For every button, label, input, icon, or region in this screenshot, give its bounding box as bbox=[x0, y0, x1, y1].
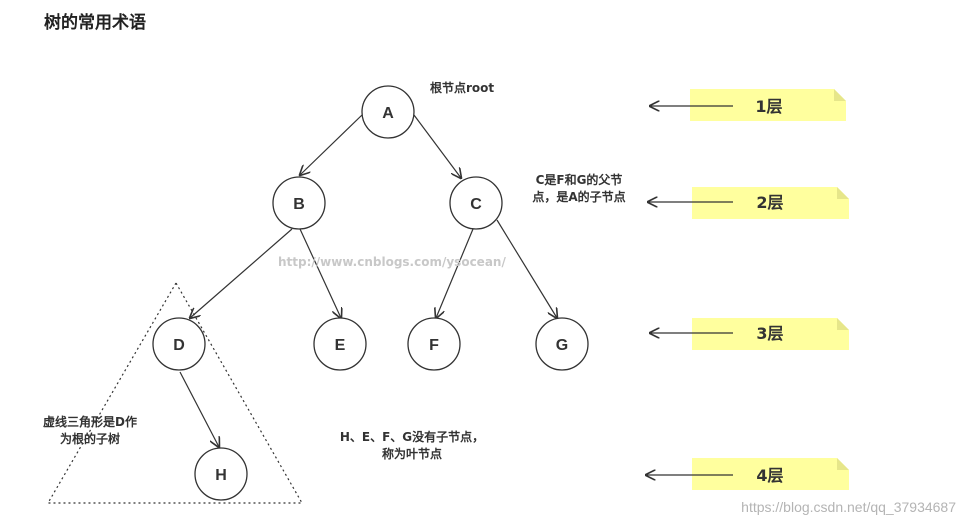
svg-text:A: A bbox=[382, 105, 394, 122]
node-c: C bbox=[449, 176, 503, 230]
subtree-annotation: 虚线三角形是D作 为根的子树 bbox=[30, 414, 150, 448]
level-4: 4层 bbox=[646, 458, 849, 490]
edge-a-c bbox=[413, 114, 461, 178]
parent-annotation: C是F和G的父节 点，是A的子节点 bbox=[516, 172, 642, 206]
subtree-annotation-line1: 虚线三角形是D作 bbox=[43, 415, 137, 429]
leaf-annotation: H、E、F、G没有子节点， 称为叶节点 bbox=[322, 429, 502, 463]
sticky-note-fold bbox=[837, 187, 849, 199]
leaf-annotation-line1: H、E、F、G没有子节点， bbox=[339, 430, 485, 444]
node-g: G bbox=[535, 317, 589, 371]
sticky-note-fold bbox=[837, 318, 849, 330]
node-b: B bbox=[272, 176, 326, 230]
sticky-note bbox=[692, 458, 849, 490]
root-annotation: 根节点root bbox=[430, 81, 495, 95]
svg-text:H: H bbox=[215, 467, 227, 484]
svg-text:3层: 3层 bbox=[756, 324, 783, 343]
page-title: 树的常用术语 bbox=[44, 13, 146, 33]
sticky-note bbox=[690, 89, 846, 121]
level-1: 1层 bbox=[650, 89, 846, 121]
level-2: 2层 bbox=[648, 187, 849, 219]
node-e: E bbox=[313, 317, 367, 371]
svg-text:B: B bbox=[293, 196, 305, 213]
sticky-note-fold bbox=[837, 458, 849, 470]
tree-edges bbox=[179, 114, 557, 447]
cnblogs-watermark: http://www.cnblogs.com/ysocean/ bbox=[278, 255, 506, 269]
sticky-note bbox=[692, 187, 849, 219]
svg-text:1层: 1层 bbox=[755, 97, 782, 116]
parent-annotation-line2: 点，是A的子节点 bbox=[532, 190, 626, 204]
svg-text:E: E bbox=[335, 337, 346, 354]
svg-text:C: C bbox=[470, 196, 482, 213]
edge-c-g bbox=[496, 219, 557, 318]
parent-annotation-line1: C是F和G的父节 bbox=[535, 173, 623, 187]
sticky-note-fold bbox=[834, 89, 846, 101]
node-h: H bbox=[194, 447, 248, 501]
node-a: A bbox=[361, 85, 415, 139]
svg-text:F: F bbox=[429, 337, 439, 354]
sticky-note bbox=[692, 318, 849, 350]
edge-c-f bbox=[436, 228, 474, 318]
svg-text:2层: 2层 bbox=[756, 193, 783, 212]
edge-d-h bbox=[179, 371, 219, 447]
csdn-watermark: https://blog.csdn.net/qq_37934687 bbox=[741, 499, 956, 515]
subtree-annotation-line2: 为根的子树 bbox=[59, 432, 120, 446]
node-f: F bbox=[407, 317, 461, 371]
edge-b-e bbox=[299, 228, 341, 318]
level-3: 3层 bbox=[650, 318, 849, 350]
svg-text:D: D bbox=[173, 337, 185, 354]
leaf-annotation-line2: 称为叶节点 bbox=[381, 447, 442, 461]
svg-text:G: G bbox=[556, 337, 568, 354]
node-d: D bbox=[152, 317, 206, 371]
edge-b-d bbox=[190, 228, 293, 318]
edge-a-b bbox=[300, 114, 363, 175]
svg-text:4层: 4层 bbox=[756, 466, 783, 485]
subtree-triangle bbox=[46, 281, 304, 504]
